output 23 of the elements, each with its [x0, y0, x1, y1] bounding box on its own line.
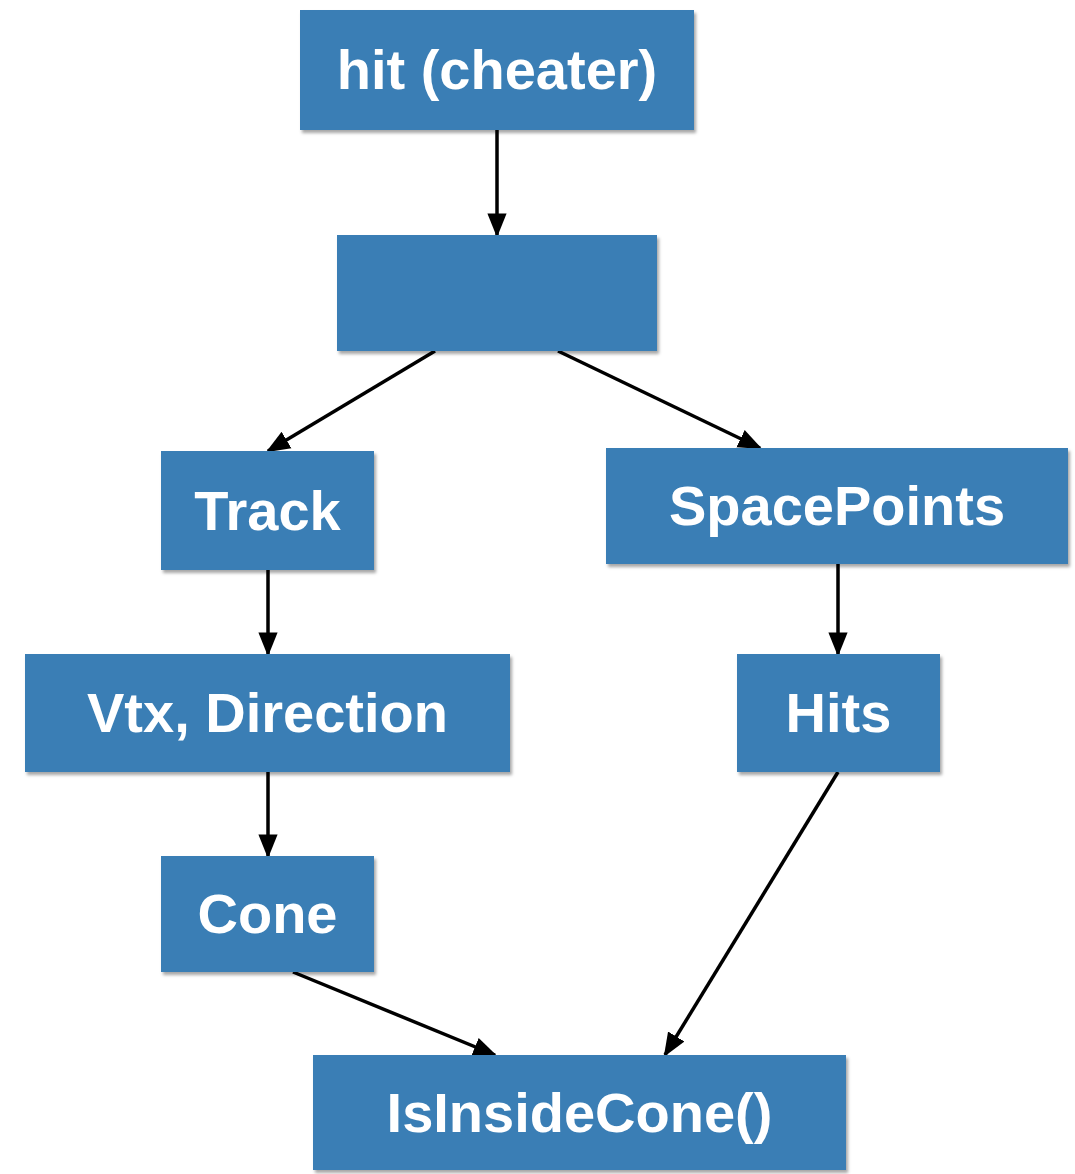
process-box — [606, 448, 1068, 564]
process-box — [161, 451, 374, 570]
arrow — [828, 564, 848, 657]
process-box — [313, 1055, 846, 1170]
box-label: Vtx, Direction — [87, 680, 448, 746]
arrow — [258, 570, 278, 657]
box-label: Hits — [785, 680, 892, 746]
box-label: IsInsideCone() — [386, 1079, 773, 1146]
arrow — [258, 772, 278, 859]
arrow — [487, 130, 507, 238]
box-label: hit (cheater) — [336, 37, 658, 103]
box-label: Cone — [197, 881, 338, 947]
process-box — [300, 10, 694, 130]
box-label: SpacePoints — [668, 473, 1006, 539]
arrow — [557, 349, 763, 450]
arrow — [265, 349, 436, 453]
process-box — [737, 654, 940, 772]
arrow — [292, 970, 498, 1057]
process-box — [161, 856, 374, 972]
box-label: Track — [194, 477, 341, 544]
process-box — [25, 654, 510, 772]
process-box — [337, 235, 657, 351]
arrow — [663, 771, 840, 1058]
